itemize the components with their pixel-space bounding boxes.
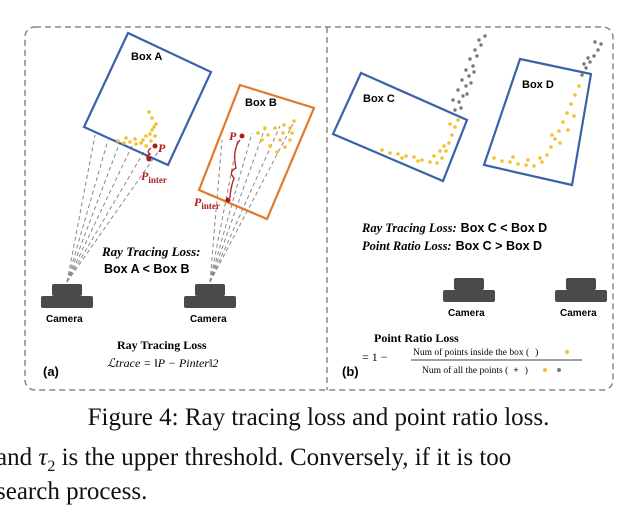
figure-frame	[24, 26, 614, 391]
numerator-yellow-dot-icon	[565, 350, 569, 354]
pinter-label-b: Pinter	[194, 195, 220, 211]
box-c-points	[380, 118, 460, 165]
panel-a-loss-title: Ray Tracing Loss:	[101, 244, 200, 259]
panel-a-camera-1-label: Camera	[46, 314, 83, 325]
box-d	[482, 57, 593, 187]
box-a-points	[116, 110, 158, 148]
panel-b-camera-2-label: Camera	[560, 308, 597, 319]
panel-a-formula: ℒtrace = ‖P − Pinter‖2	[107, 356, 218, 370]
panel-a-loss-compare: Box A < Box B	[104, 262, 190, 276]
camera-1-icon	[41, 284, 93, 308]
panel-a-tag: (a)	[43, 364, 59, 379]
figure-caption: Figure 4: Ray tracing loss and point rat…	[87, 404, 550, 431]
brace-a	[146, 147, 152, 159]
panel-b: Box C Box D Ray Tracing Loss:Box C < Box…	[331, 34, 607, 379]
body-text-line-3: search process.	[0, 478, 148, 505]
box-d-points	[492, 84, 581, 168]
box-b	[197, 83, 316, 221]
panel-a: Box A P Pinter Box B P Pinter	[41, 31, 316, 379]
box-a	[82, 31, 213, 167]
box-b-points	[256, 119, 296, 154]
point-p-a	[152, 143, 158, 149]
panel-b-formula-title: Point Ratio Loss	[374, 331, 459, 345]
box-d-outside-points	[580, 40, 603, 77]
panel-b-camera-1-label: Camera	[448, 308, 485, 319]
panel-a-camera-2-label: Camera	[190, 314, 227, 325]
camera-3-icon	[443, 278, 495, 302]
denominator-yellow-dot-icon	[543, 368, 547, 372]
box-a-label: Box A	[131, 51, 162, 63]
figure-4: Box A P Pinter Box B P Pinter	[24, 26, 614, 391]
camera-1-rays	[66, 134, 159, 283]
point-pinter-b	[225, 197, 231, 203]
panel-b-tag: (b)	[342, 364, 359, 379]
body-text-line-2: and τ2 is the upper threshold. Conversel…	[0, 444, 512, 475]
box-c	[331, 71, 469, 183]
panel-b-point-loss: Point Ratio Loss:Box C > Box D	[362, 239, 542, 253]
panel-b-denominator: Num of all the points (+)	[422, 365, 528, 376]
camera-2-icon	[184, 284, 236, 308]
p-label-b: P	[229, 129, 237, 143]
panel-b-ray-loss: Ray Tracing Loss:Box C < Box D	[361, 221, 547, 235]
box-c-outside-points	[451, 34, 487, 112]
pinter-label-a: Pinter	[141, 169, 167, 185]
panel-b-formula-prefix: = 1 −	[362, 350, 388, 364]
panel-a-formula-title: Ray Tracing Loss	[117, 338, 207, 352]
camera-2-rays	[209, 123, 294, 283]
p-label-a: P	[158, 141, 166, 155]
panel-b-numerator: Num of points inside the box ()	[413, 347, 538, 358]
point-p-b	[239, 133, 245, 139]
denominator-gray-dot-icon	[557, 368, 561, 372]
camera-4-icon	[555, 278, 607, 302]
box-b-label: Box B	[245, 97, 277, 109]
box-c-label: Box C	[363, 93, 395, 105]
point-pinter-a	[146, 156, 152, 162]
brace-b	[229, 139, 241, 199]
box-d-label: Box D	[522, 79, 554, 91]
